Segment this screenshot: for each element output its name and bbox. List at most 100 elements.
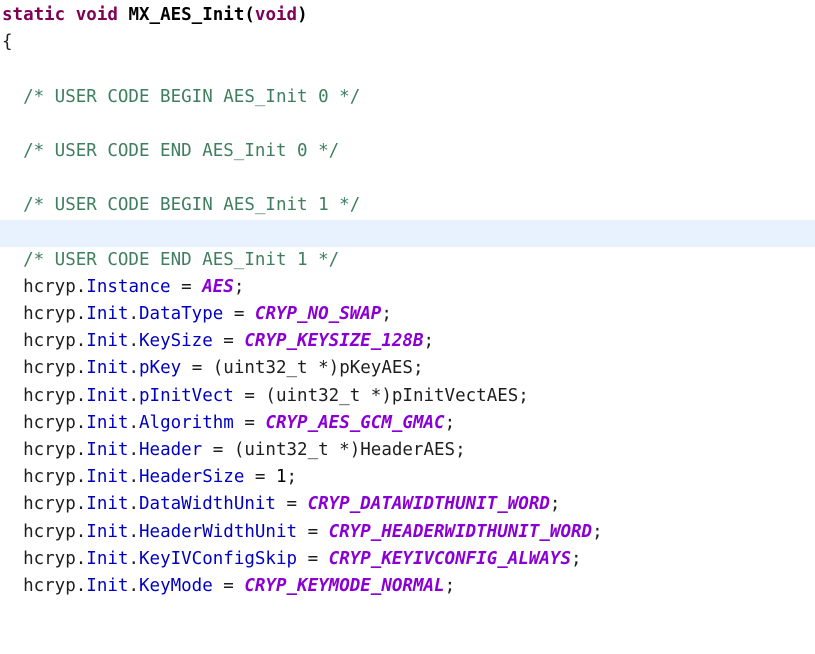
function-name-token: ( bbox=[244, 5, 255, 25]
code-text: ; bbox=[592, 521, 603, 542]
code-text: hcryp. bbox=[2, 276, 87, 297]
code-text: . bbox=[128, 521, 139, 542]
code-line[interactable]: /* USER CODE END AES_Init 1 */ bbox=[0, 247, 815, 274]
function-name-token: ) bbox=[297, 5, 308, 25]
field-token: Init bbox=[86, 440, 129, 460]
field-token: HeaderWidthUnit bbox=[139, 521, 298, 542]
macro-token: AES bbox=[202, 276, 234, 297]
comment-token: /* USER CODE END AES_Init 0 */ bbox=[23, 140, 340, 161]
code-text: hcryp. bbox=[2, 548, 87, 569]
code-line[interactable]: /* USER CODE BEGIN AES_Init 0 */ bbox=[0, 84, 815, 111]
code-text: = bbox=[275, 494, 308, 515]
field-token: HeaderSize bbox=[139, 467, 245, 488]
field-token: KeyIVConfigSkip bbox=[139, 548, 298, 569]
code-text: hcryp. bbox=[2, 467, 87, 488]
macro-token: CRYP_AES_GCM_GMAC bbox=[265, 412, 445, 433]
comment-token: /* USER CODE END AES_Init 1 */ bbox=[23, 249, 340, 270]
code-text: ; bbox=[444, 412, 456, 433]
code-text: . bbox=[128, 385, 139, 406]
code-text: = bbox=[297, 521, 329, 542]
code-text: = (uint32_t *)pInitVectAES; bbox=[233, 385, 529, 406]
field-token: Init bbox=[86, 385, 129, 406]
macro-token: CRYP_DATAWIDTHUNIT_WORD bbox=[307, 494, 550, 515]
field-token: Header bbox=[139, 440, 203, 460]
code-line[interactable]: /* USER CODE END AES_Init 0 */ bbox=[0, 138, 815, 165]
code-text: . bbox=[128, 331, 139, 352]
code-line[interactable] bbox=[0, 165, 815, 192]
code-line[interactable]: hcryp.Init.HeaderSize = 1; bbox=[0, 464, 815, 491]
code-text: hcryp. bbox=[2, 521, 87, 542]
field-token: Init bbox=[86, 331, 129, 352]
code-text: = bbox=[212, 575, 245, 596]
code-text: = bbox=[233, 412, 266, 433]
code-line[interactable]: hcryp.Init.KeyIVConfigSkip = CRYP_KEYIVC… bbox=[0, 546, 815, 573]
code-text: . bbox=[128, 440, 139, 460]
code-text bbox=[118, 5, 129, 25]
code-text: . bbox=[128, 575, 139, 596]
field-token: Init bbox=[86, 467, 129, 488]
code-line[interactable]: hcryp.Init.Header = (uint32_t *)HeaderAE… bbox=[0, 437, 815, 464]
keyword-token: void bbox=[75, 5, 118, 25]
field-token: pKey bbox=[139, 358, 182, 379]
code-text: . bbox=[128, 494, 139, 515]
number-token: 1 bbox=[275, 467, 287, 488]
code-text: . bbox=[128, 358, 139, 379]
code-text: ; bbox=[444, 575, 456, 596]
field-token: Init bbox=[86, 412, 129, 433]
code-line[interactable]: hcryp.Init.pKey = (uint32_t *)pKeyAES; bbox=[0, 355, 815, 382]
current-code-line[interactable] bbox=[0, 219, 815, 247]
code-text: hcryp. bbox=[2, 412, 87, 433]
code-text: hcryp. bbox=[2, 304, 87, 325]
code-line[interactable]: hcryp.Init.Algorithm = CRYP_AES_GCM_GMAC… bbox=[0, 410, 815, 437]
field-token: Init bbox=[86, 304, 129, 325]
code-text: = bbox=[212, 331, 245, 352]
code-line[interactable]: hcryp.Init.pInitVect = (uint32_t *)pInit… bbox=[0, 383, 815, 410]
macro-token: CRYP_NO_SWAP bbox=[254, 304, 382, 325]
field-token: Init bbox=[86, 548, 129, 569]
field-token: Init bbox=[86, 575, 129, 596]
code-line[interactable]: hcryp.Init.DataWidthUnit = CRYP_DATAWIDT… bbox=[0, 491, 815, 518]
code-line[interactable]: hcryp.Instance = AES; bbox=[0, 274, 815, 301]
code-line[interactable]: hcryp.Init.DataType = CRYP_NO_SWAP; bbox=[0, 301, 815, 328]
code-text: ; bbox=[570, 548, 582, 569]
code-text: ; bbox=[233, 276, 245, 297]
field-token: DataWidthUnit bbox=[139, 494, 276, 515]
field-token: Init bbox=[86, 494, 129, 515]
macro-token: CRYP_KEYMODE_NORMAL bbox=[244, 575, 445, 596]
code-line[interactable] bbox=[0, 56, 815, 83]
code-text bbox=[65, 5, 76, 25]
field-token: KeyMode bbox=[139, 575, 213, 596]
field-token: KeySize bbox=[139, 331, 213, 352]
code-line[interactable] bbox=[0, 111, 815, 138]
comment-token: /* USER CODE BEGIN AES_Init 1 */ bbox=[23, 195, 361, 216]
code-text bbox=[2, 250, 23, 270]
code-text: = (uint32_t *)pKeyAES; bbox=[181, 358, 424, 379]
code-line[interactable]: hcryp.Init.HeaderWidthUnit = CRYP_HEADER… bbox=[0, 519, 815, 546]
code-text: = bbox=[244, 467, 276, 488]
keyword-token: static bbox=[2, 5, 66, 25]
code-line[interactable]: { bbox=[0, 29, 815, 56]
code-text bbox=[2, 141, 23, 161]
code-text: ; bbox=[423, 331, 435, 352]
code-text: hcryp. bbox=[2, 358, 87, 379]
field-token: Algorithm bbox=[139, 412, 234, 433]
code-text: = bbox=[297, 548, 329, 569]
field-token: Init bbox=[86, 358, 129, 379]
code-text: hcryp. bbox=[2, 575, 87, 596]
code-line[interactable]: /* USER CODE BEGIN AES_Init 1 */ bbox=[0, 192, 815, 219]
code-line[interactable]: hcryp.Init.KeyMode = CRYP_KEYMODE_NORMAL… bbox=[0, 573, 815, 600]
code-line[interactable]: static void MX_AES_Init(void) bbox=[0, 2, 815, 29]
code-text bbox=[2, 87, 23, 107]
code-text: = bbox=[223, 304, 255, 325]
code-text: hcryp. bbox=[2, 494, 87, 515]
function-name-token: MX_AES_Init bbox=[128, 5, 245, 25]
code-line[interactable]: hcryp.Init.KeySize = CRYP_KEYSIZE_128B; bbox=[0, 328, 815, 355]
code-text: . bbox=[128, 548, 139, 569]
macro-token: CRYP_KEYSIZE_128B bbox=[244, 331, 424, 352]
code-text: . bbox=[128, 412, 139, 433]
macro-token: CRYP_KEYIVCONFIG_ALWAYS bbox=[328, 548, 571, 569]
field-token: Instance bbox=[86, 276, 171, 297]
code-text: = bbox=[170, 276, 203, 297]
code-text: hcryp. bbox=[2, 385, 87, 406]
